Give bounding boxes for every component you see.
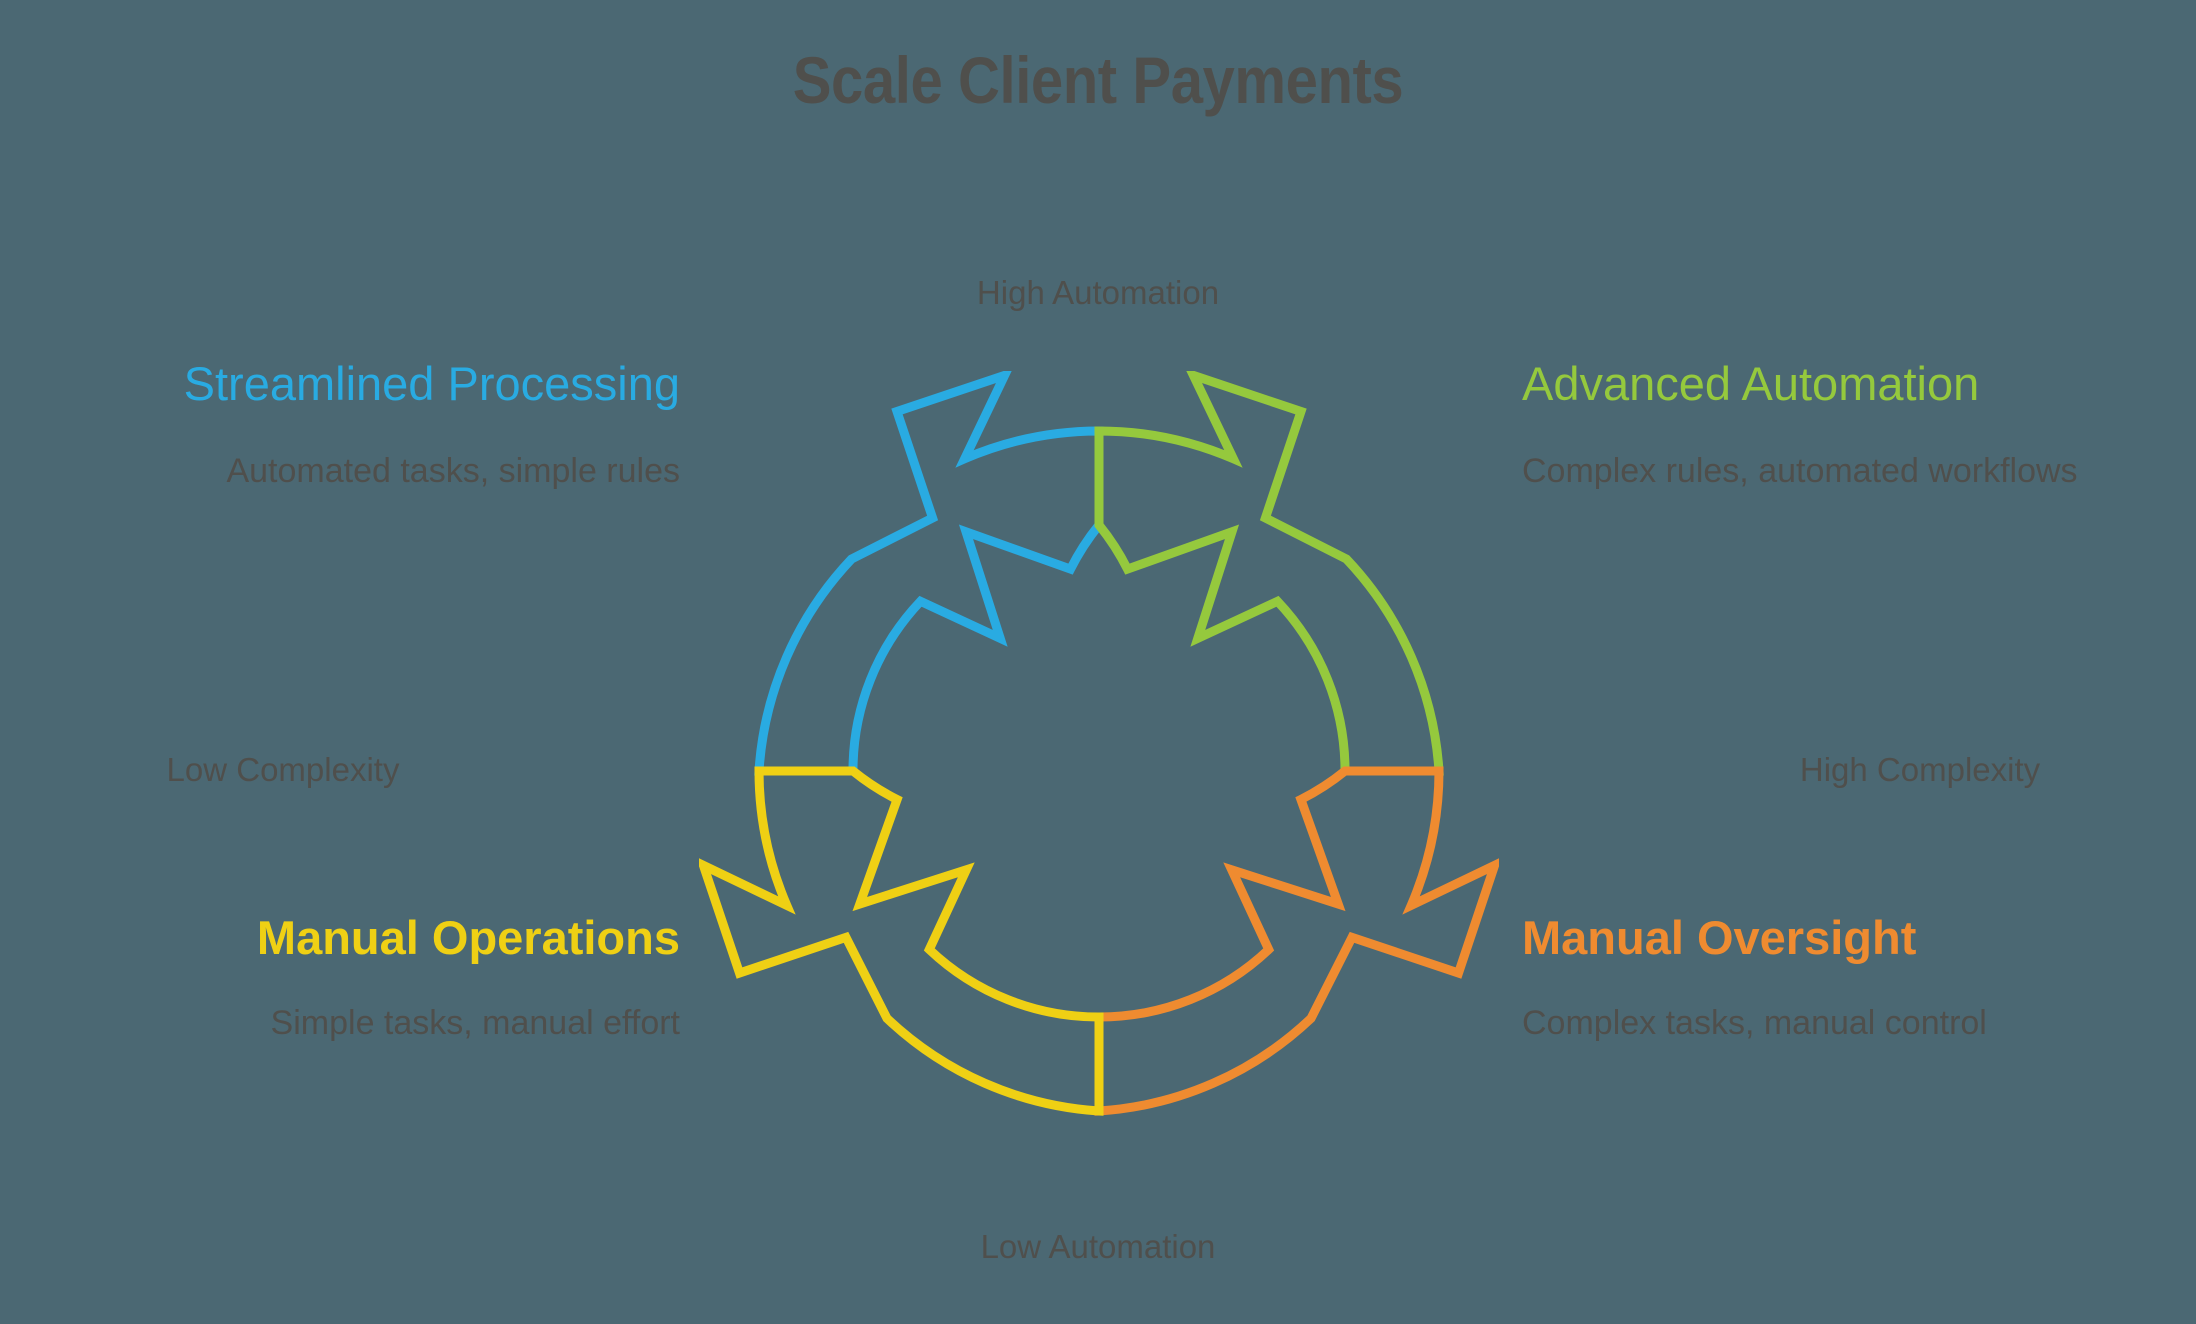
quadrant-label-bottom-right[interactable]: Manual Oversight Complex tasks, manual c… [1522,911,2082,1043]
quadrant-description-manual-oversight: Complex tasks, manual control [1522,1003,1987,1042]
axis-label-low-complexity: Low Complexity [166,751,400,788]
quadrant-ring-diagram [699,371,1499,1171]
quadrant-segment-bottom-right[interactable] [1094,766,1499,1116]
axis-label-high-automation: High Automation [976,274,1220,311]
quadrant-label-bottom-left[interactable]: Manual Operations Simple tasks, manual e… [120,911,680,1043]
quadrant-description-advanced-automation: Complex rules, automated workflows [1522,451,2078,490]
quadrant-heading-manual-oversight: Manual Oversight [1522,911,1917,964]
quadrant-heading-advanced-automation: Advanced Automation [1522,357,1980,410]
quadrant-label-top-right[interactable]: Advanced Automation Complex rules, autom… [1522,357,2082,491]
quadrant-segment-bottom-left[interactable] [699,766,1104,1116]
quadrant-description-manual-operations: Simple tasks, manual effort [270,1003,680,1042]
page-title: Scale Client Payments [792,43,1404,117]
quadrant-segment-top-left[interactable] [754,371,1104,776]
quadrant-label-top-left[interactable]: Streamlined Processing Automated tasks, … [120,357,680,491]
ring-diagram-svg [699,371,1499,1116]
quadrant-heading-streamlined-processing: Streamlined Processing [183,357,680,410]
quadrant-heading-manual-operations: Manual Operations [256,911,680,964]
quadrant-description-streamlined-processing: Automated tasks, simple rules [226,451,680,490]
quadrant-segment-top-right[interactable] [1094,371,1444,776]
axis-label-high-complexity: High Complexity [1799,751,2041,788]
axis-label-low-automation: Low Automation [980,1228,1216,1265]
